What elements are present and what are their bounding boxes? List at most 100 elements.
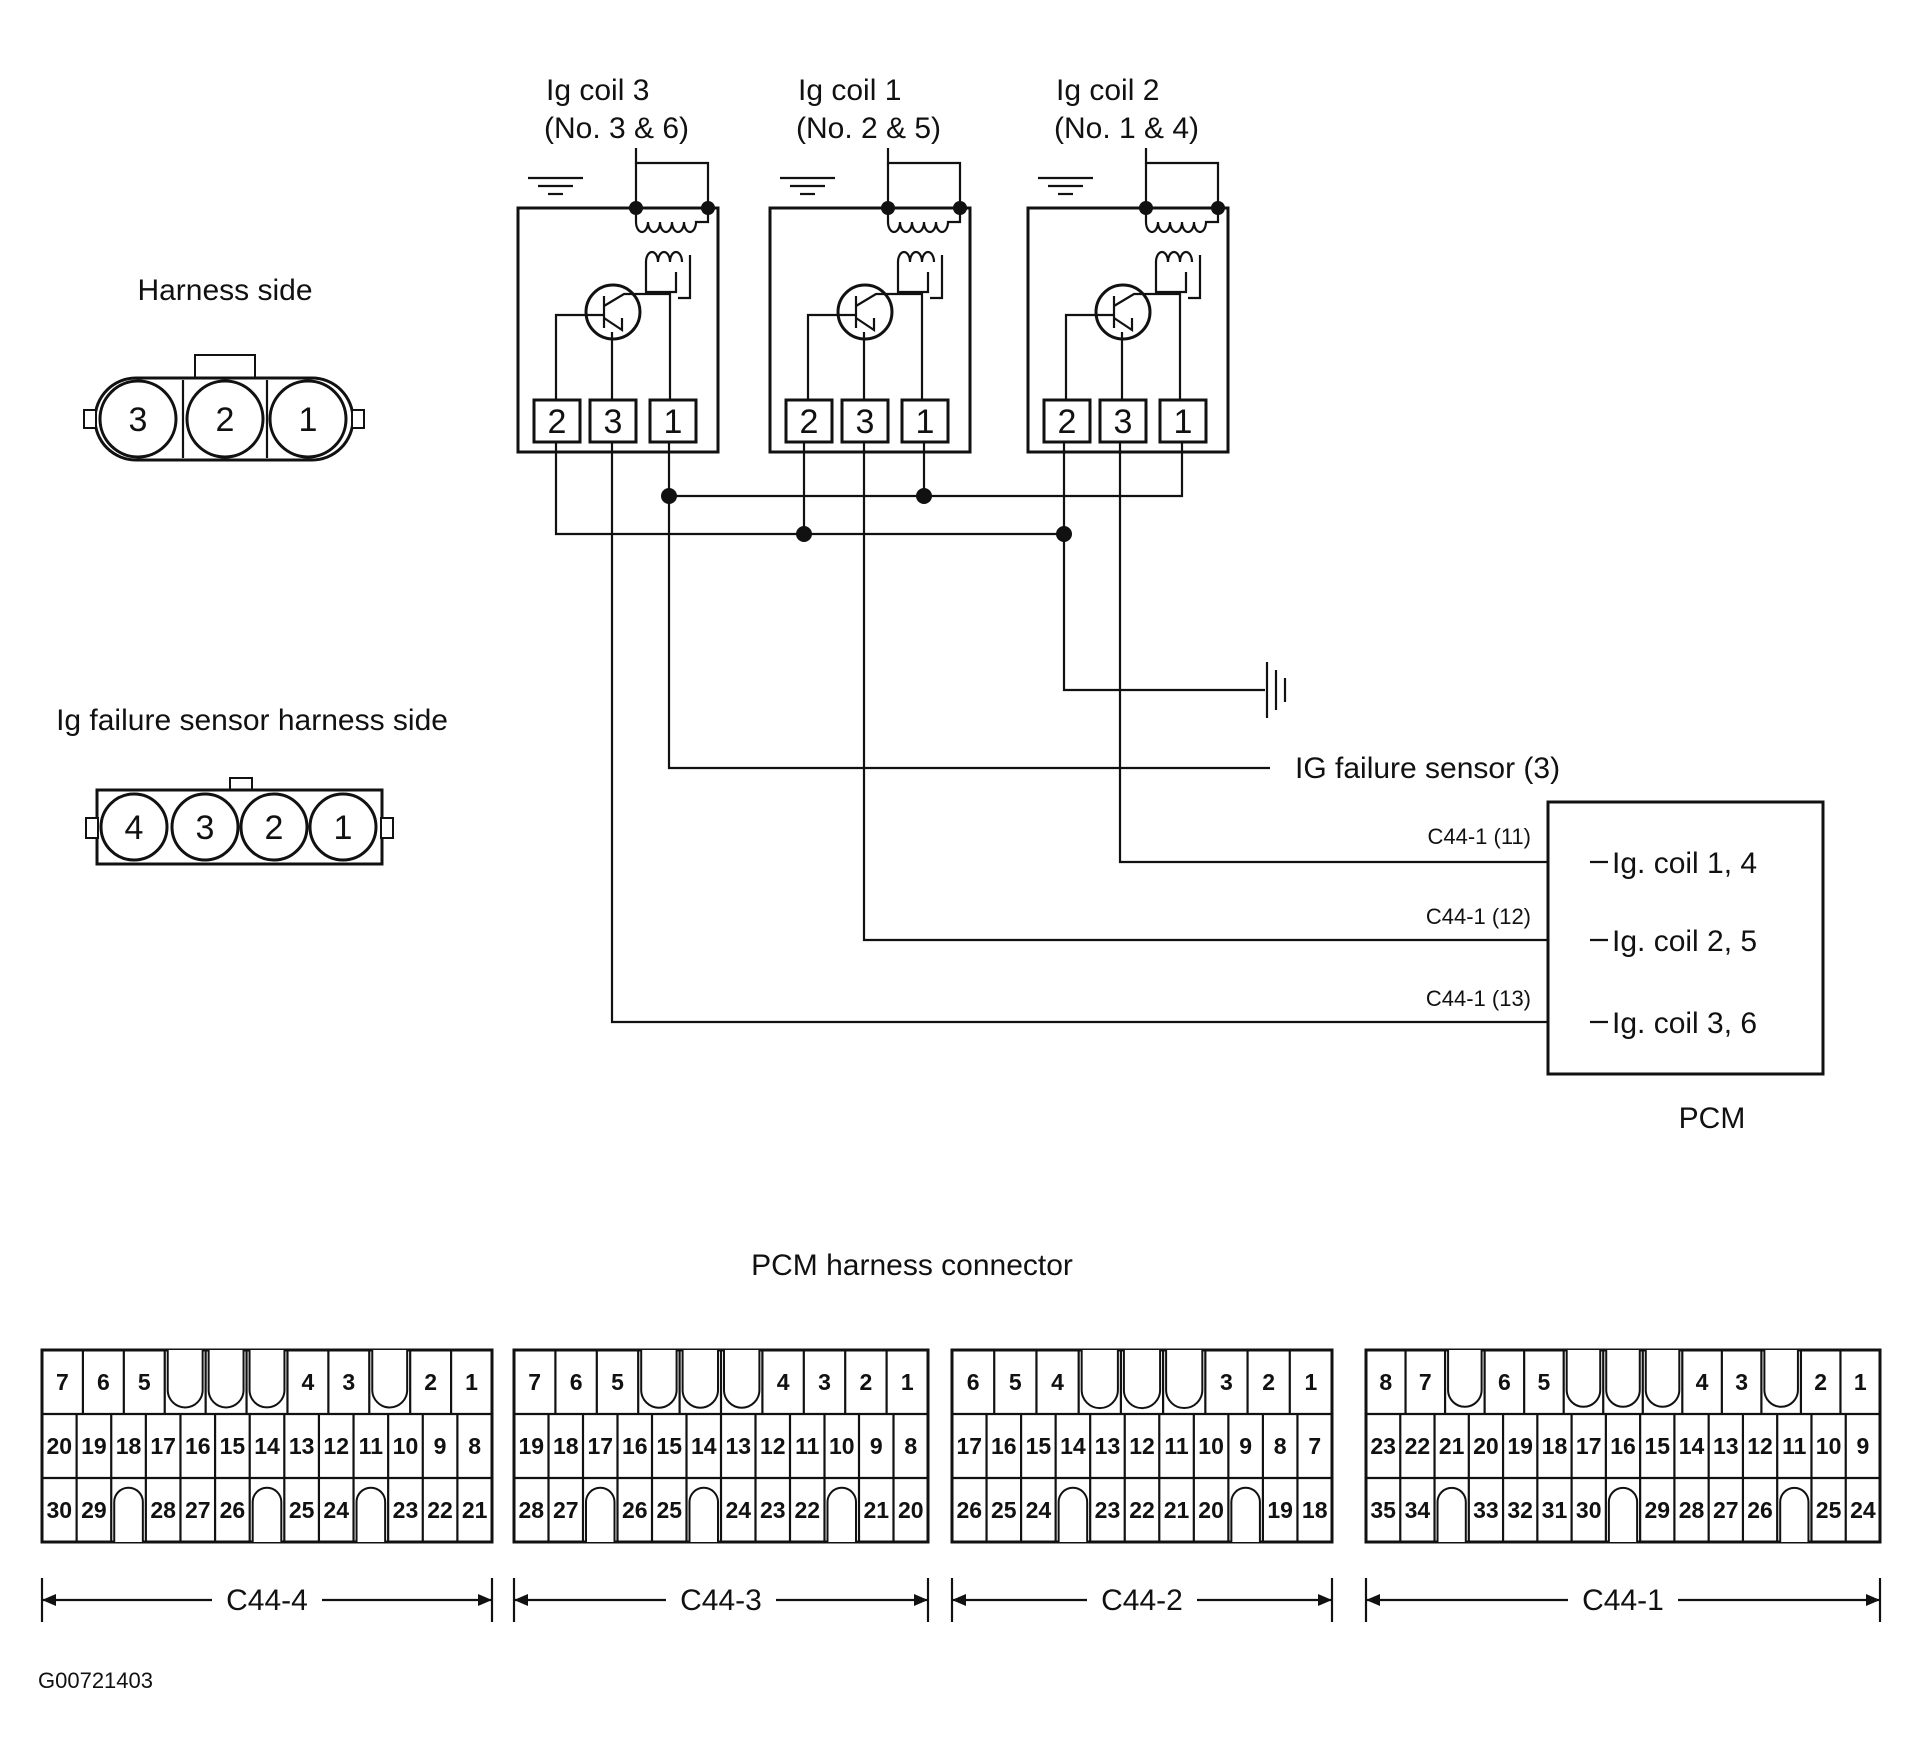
connector-key-notch bbox=[1436, 1486, 1467, 1542]
figure-id: G00721403 bbox=[38, 1668, 153, 1693]
pcm-pin-cell: 21 bbox=[462, 1497, 488, 1523]
pcm-pin-cell: 18 bbox=[116, 1433, 142, 1459]
pcm-pin-cell: 9 bbox=[1239, 1433, 1252, 1459]
connector-key-notch bbox=[688, 1486, 719, 1542]
pcm-pin-cell: 13 bbox=[1095, 1433, 1121, 1459]
junction-dot bbox=[661, 488, 677, 504]
pcm-pin-cell: 5 bbox=[611, 1369, 624, 1395]
pcm-pin-cell: 20 bbox=[1198, 1497, 1224, 1523]
coil-pin-number: 2 bbox=[548, 403, 567, 441]
ig-sensor-pin: 3 bbox=[196, 809, 215, 847]
coil-winding-icon bbox=[886, 208, 962, 300]
pcm-pin-cell: 1 bbox=[465, 1369, 478, 1395]
pcm-pin-cell: 7 bbox=[1419, 1369, 1432, 1395]
pcm-pin-cell: 3 bbox=[818, 1369, 831, 1395]
pcm-pin-cell: 28 bbox=[150, 1497, 176, 1523]
pcm-pin-cell: 24 bbox=[1026, 1497, 1052, 1523]
pcm-pin-cell: 3 bbox=[1220, 1369, 1233, 1395]
pcm-pin-cell: 25 bbox=[289, 1497, 315, 1523]
pcm-pin-cell: 11 bbox=[795, 1433, 820, 1459]
pcm-harness-connector-title: PCM harness connector bbox=[751, 1249, 1073, 1282]
pcm-pin-cell: 17 bbox=[956, 1433, 982, 1459]
ground-icon bbox=[780, 176, 835, 196]
connector-key-notch bbox=[1644, 1350, 1681, 1408]
coil-pin-box bbox=[1042, 398, 1092, 444]
pcm-pin-cell: 15 bbox=[1644, 1433, 1670, 1459]
connector-key-notch bbox=[207, 1350, 245, 1409]
coil-pin-number: 3 bbox=[1114, 403, 1133, 441]
connector-key-notch bbox=[1122, 1350, 1162, 1409]
pcm-pin-cell: 25 bbox=[656, 1497, 682, 1523]
coil-pin-number: 3 bbox=[604, 403, 623, 441]
pcm-pin-cell: 2 bbox=[1814, 1369, 1827, 1395]
pcm-pin-cell: 8 bbox=[904, 1433, 917, 1459]
pcm-pin-cell: 12 bbox=[1129, 1433, 1155, 1459]
pcm-pin-cell: 8 bbox=[1274, 1433, 1287, 1459]
pcm-pin-cell: 1 bbox=[901, 1369, 914, 1395]
pcm-pin-cell: 4 bbox=[302, 1369, 315, 1395]
pcm-pin-cell: 32 bbox=[1507, 1497, 1533, 1523]
pcm-pin-cell: 10 bbox=[829, 1433, 855, 1459]
pcm-pin-cell: 20 bbox=[1473, 1433, 1499, 1459]
pcm-pin-cell: 20 bbox=[898, 1497, 924, 1523]
connector-key-notch bbox=[248, 1350, 286, 1409]
pcm-pin-cell: 22 bbox=[1129, 1497, 1155, 1523]
connector-key-notch bbox=[1165, 1350, 1204, 1409]
pcm-pin-cell: 6 bbox=[1498, 1369, 1511, 1395]
connector-key-notch bbox=[1607, 1487, 1639, 1542]
pcm-pin-cell: 21 bbox=[1439, 1433, 1465, 1459]
pcm-pin-cell: 16 bbox=[622, 1433, 648, 1459]
pcm-connector-name: C44-2 bbox=[1101, 1584, 1183, 1617]
coil-subtitle: (No. 1 & 4) bbox=[1054, 112, 1199, 145]
pcm-pin-cell: 14 bbox=[1060, 1433, 1086, 1459]
pcm-pin-cell: 19 bbox=[81, 1433, 107, 1459]
pcm-connector-name: C44-3 bbox=[680, 1584, 762, 1617]
connector-key-notch bbox=[355, 1486, 387, 1542]
ig-sensor-harness-connector: Ig failure sensor harness side 4 3 2 1 bbox=[56, 704, 448, 866]
pcm-pin-cell: 15 bbox=[1026, 1433, 1052, 1459]
pcm-pin-cell: 16 bbox=[185, 1433, 211, 1459]
ig-sensor-pin: 2 bbox=[265, 809, 284, 847]
pcm-pin-cell: 1 bbox=[1854, 1369, 1867, 1395]
pcm-pin-cell: 16 bbox=[991, 1433, 1017, 1459]
pcm-pin-cell: 26 bbox=[622, 1497, 648, 1523]
pcm-pin-cell: 8 bbox=[1379, 1369, 1392, 1395]
pcm-pin-cell: 12 bbox=[1747, 1433, 1773, 1459]
pcm-pin-cell: 27 bbox=[185, 1497, 211, 1523]
pcm-pin-cell: 1 bbox=[1304, 1369, 1317, 1395]
junction-dot bbox=[916, 488, 932, 504]
pcm-pin-cell: 30 bbox=[1576, 1497, 1602, 1523]
coil-winding-icon bbox=[634, 208, 710, 300]
coil-winding-icon bbox=[1144, 208, 1220, 300]
pcm-pin-cell: 20 bbox=[47, 1433, 73, 1459]
pcm-pin-cell: 13 bbox=[289, 1433, 315, 1459]
ground-symbol bbox=[1265, 662, 1287, 718]
coil-title: Ig coil 2 bbox=[1056, 74, 1159, 107]
pcm-pin-cell: 34 bbox=[1405, 1497, 1431, 1523]
pcm-pin-cell: 29 bbox=[81, 1497, 107, 1523]
connector-key-notch bbox=[166, 1350, 204, 1409]
pcm-pin-cell: 10 bbox=[1198, 1433, 1224, 1459]
pcm-pin-cell: 15 bbox=[220, 1433, 246, 1459]
connector-key-notch bbox=[585, 1486, 616, 1542]
pcm-pin-label: C44-1 (12) bbox=[1426, 904, 1531, 929]
connector-key-notch bbox=[1779, 1486, 1810, 1542]
pcm-pin-cell: 23 bbox=[1095, 1497, 1121, 1523]
pcm-pin-cell: 23 bbox=[1370, 1433, 1396, 1459]
connector-key-notch bbox=[640, 1350, 678, 1409]
pcm-pin-cell: 19 bbox=[1507, 1433, 1533, 1459]
pcm-pin-label: C44-1 (11) bbox=[1427, 824, 1531, 849]
pcm-pin-cell: 2 bbox=[424, 1369, 437, 1395]
pcm-pin-cell: 23 bbox=[760, 1497, 786, 1523]
pcm-pin-cell: 11 bbox=[359, 1433, 384, 1459]
junction-dot bbox=[796, 526, 812, 542]
pcm-pin-cell: 28 bbox=[518, 1497, 544, 1523]
pcm-connector-name: C44-4 bbox=[226, 1584, 308, 1617]
coil-pin-number: 3 bbox=[856, 403, 875, 441]
coil-pin-box bbox=[900, 398, 950, 444]
pcm-pin-cell: 7 bbox=[528, 1369, 541, 1395]
